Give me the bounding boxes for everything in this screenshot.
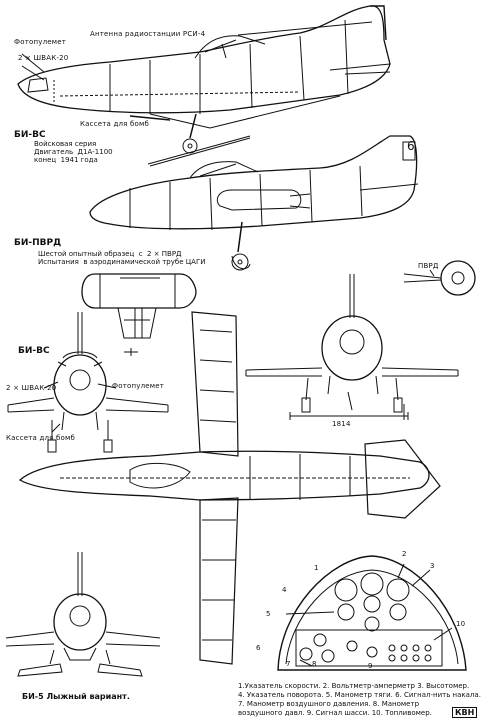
panel-number-6: 6: [256, 644, 261, 652]
cannons-callout: 2 × ШВАК-20: [18, 54, 69, 62]
front-view-bi-vs: [7, 312, 169, 453]
panel-number-1: 1: [314, 564, 319, 572]
pvrd-callout: ПВРД: [418, 262, 439, 270]
bi-pvrd-caption: Шестой опытный образец с 2 × ПВРД Испыта…: [38, 250, 206, 266]
ski-variant-front-view: [5, 552, 161, 677]
plan-view: [18, 311, 441, 665]
panel-number-7: 7: [286, 660, 291, 668]
panel-number-2: 2: [402, 550, 407, 558]
ski-variant-caption: БИ-5 Лыжный вариант.: [22, 692, 130, 701]
tail-number: 6: [407, 139, 415, 153]
gun-camera-callout: Фотопулемет: [14, 38, 67, 46]
author-stamp: КВН: [452, 707, 478, 718]
bomb-cassette-front-callout: Кассета для бомб: [6, 434, 76, 442]
span-dimension: 1814: [332, 420, 351, 428]
legend-line-2: 4. Указатель поворота. 5. Манометр тяги.…: [238, 691, 481, 699]
radio-antenna-callout: Антенна радиостанции РСИ-4: [90, 30, 206, 38]
panel-number-9: 9: [368, 662, 373, 670]
pvrd-detail: [403, 260, 476, 296]
panel-number-3: 3: [430, 562, 435, 570]
side-view-bi-pvrd: [89, 135, 419, 271]
panel-number-5: 5: [266, 610, 271, 618]
front-view-right: [245, 274, 459, 420]
front-view-title: БИ-ВС: [18, 346, 50, 356]
pvrd-nacelle: [81, 273, 197, 339]
instrument-panel: [277, 555, 467, 671]
instrument-legend: 1.Указатель скорости. 2. Вольтметр-ампер…: [238, 682, 484, 718]
gun-camera-front-callout: Фотопулемет: [112, 382, 165, 390]
side-view-bi-vs: [17, 5, 391, 167]
bi-pvrd-title: БИ-ПВРД: [14, 238, 62, 248]
bi-vs-caption: Войсковая серия Двигатель Д1А-1100 конец…: [34, 140, 113, 164]
panel-number-4: 4: [282, 586, 287, 594]
cannons-front-callout: 2 × ШВАК-20: [6, 384, 57, 392]
panel-number-8: 8: [312, 660, 317, 668]
bomb-cassette-callout: Кассета для бомб: [80, 120, 150, 128]
panel-number-10: 10: [456, 620, 466, 628]
legend-line-1: 1.Указатель скорости. 2. Вольтметр-ампер…: [238, 682, 470, 690]
legend-line-3: 7. Манометр воздушного давления. 8. Мано…: [238, 700, 420, 708]
bi-vs-title: БИ-ВС: [14, 130, 46, 140]
legend-line-4: воздушного давл. 9. Сигнал шасси. 10. То…: [238, 709, 432, 717]
